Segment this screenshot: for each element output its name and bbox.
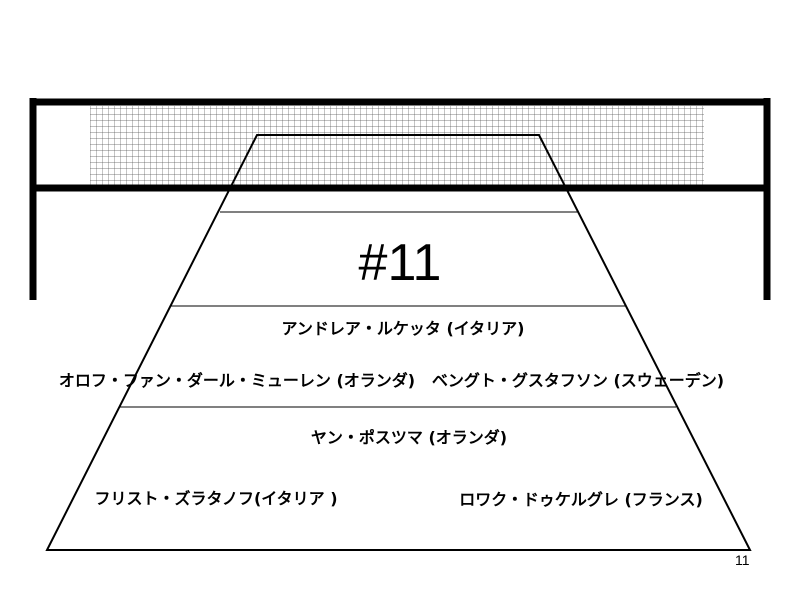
player-label-back-center: ヤン・ポスツマ (オランダ): [310, 428, 508, 447]
player-label-back-left: フリスト・ズラタノフ(イタリア ): [94, 489, 338, 508]
player-label-right: ベングト・グスタフソン (スウェーデン): [431, 371, 725, 390]
court-outline: [45, 134, 752, 551]
player-label-back-right: ロワク・ドゥケルグレ (フランス): [459, 490, 703, 509]
player-label-left: オロフ・ファン・ダール・ミューレン (オランダ): [58, 371, 416, 390]
page-number: 11: [735, 552, 750, 568]
player-label-front-center: アンドレア・ルケッタ (イタリア): [281, 319, 525, 338]
net-mesh: [90, 106, 704, 186]
slide-title: #11: [358, 234, 442, 292]
